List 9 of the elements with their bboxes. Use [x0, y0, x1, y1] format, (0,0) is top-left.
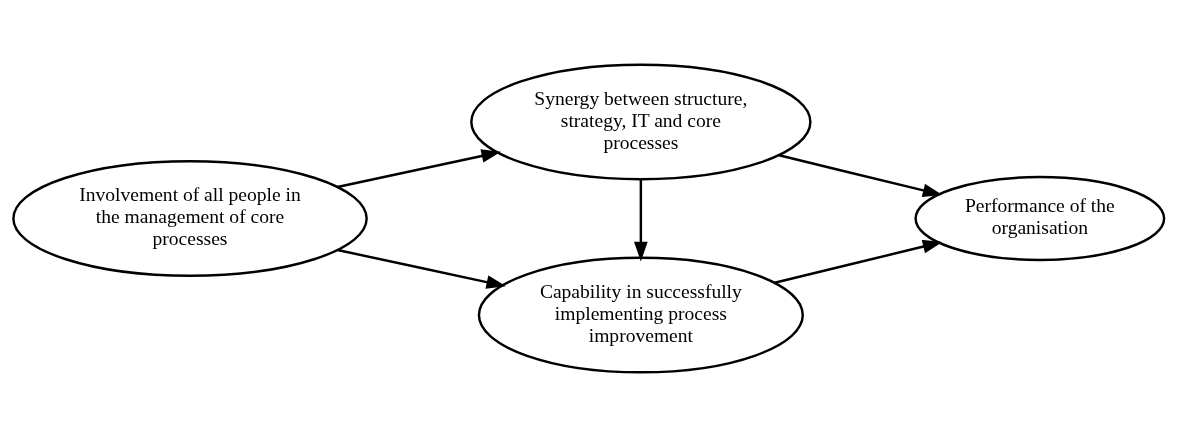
arrow: [634, 178, 648, 261]
node-ellipse: Capability in successfully implementing process improvement: [477, 256, 804, 374]
node-ellipse: Involvement of all people in the management of core processes: [12, 159, 368, 277]
arrow: [778, 153, 943, 197]
arrow: [337, 148, 502, 188]
node-ellipse: Performance of the organisation: [914, 175, 1166, 261]
node-ellipse: Synergy between structure, strategy, IT and core processes: [470, 62, 812, 180]
arrow: [774, 239, 943, 284]
arrow: [337, 248, 506, 289]
